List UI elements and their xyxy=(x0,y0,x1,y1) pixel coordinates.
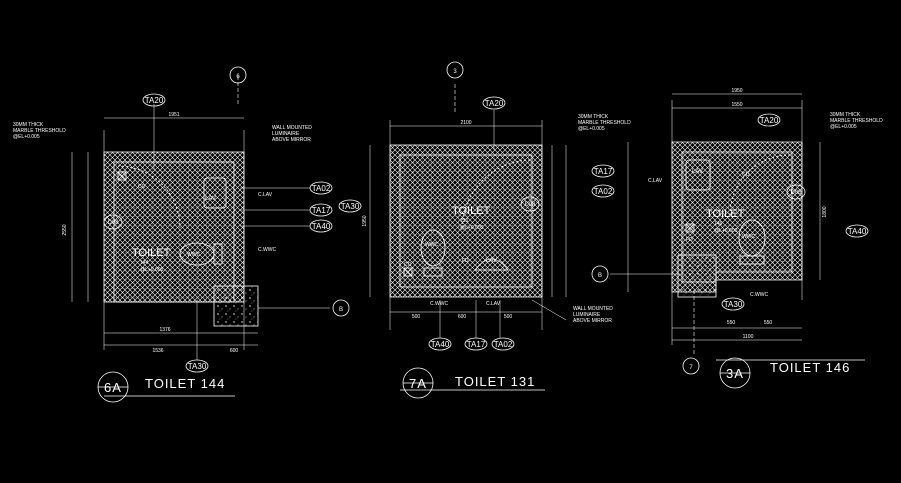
tag-ta17: TA17 xyxy=(467,340,486,349)
dim-bottom-2: 1536 xyxy=(152,348,163,354)
dim-bottom-3: 1100 xyxy=(743,334,754,340)
dim-bottom-3: 600 xyxy=(230,348,239,354)
fixture-clav: C.LAV xyxy=(486,301,501,307)
tag-ta30: TA30 xyxy=(724,300,743,309)
note-luminaire-3: ABOVE MIRROR xyxy=(272,137,311,143)
note-threshold-2: MARBLE THRESHOLD xyxy=(578,120,631,126)
detail-number: 7A xyxy=(409,376,427,391)
tag-bubbles xyxy=(97,61,869,403)
grid-bubble: 3 xyxy=(453,69,457,75)
note-luminaire-1: WALL MOUNTED xyxy=(272,125,312,131)
fixture-cwwc: C.WWC xyxy=(430,301,448,307)
fixture-wwc: WWC xyxy=(742,234,755,240)
tag-ta02: TA02 xyxy=(594,187,613,196)
tag-ta20: TA20 xyxy=(760,116,779,125)
detail-number: 3A xyxy=(726,366,744,381)
note-threshold-1: 30MM THICK xyxy=(13,122,44,128)
plan-3a xyxy=(610,93,865,361)
tag-ta02: TA02 xyxy=(494,340,513,349)
grid-bubble: B xyxy=(598,273,602,279)
plan-7a xyxy=(369,84,567,391)
plan-title: TOILET 131 xyxy=(455,374,535,389)
tag-ta17: TA17 xyxy=(594,167,613,176)
room-label: TOILET xyxy=(706,208,745,220)
note-threshold-3: @EL+0.005 xyxy=(830,124,857,130)
room-number: 144 xyxy=(140,260,149,266)
plan-title: TOILET 144 xyxy=(145,376,225,391)
fixture-lav: LAV xyxy=(205,196,216,202)
room-label: TOILET xyxy=(452,205,491,217)
grid-bubble: 6 xyxy=(236,74,240,80)
dim-bottom-3: 500 xyxy=(504,314,513,320)
note-threshold-3: @EL+0.005 xyxy=(578,126,605,132)
dim-bottom-2: 600 xyxy=(458,314,467,320)
dim-left: 2550 xyxy=(62,224,68,235)
tag-ta02: TA02 xyxy=(312,184,331,193)
grid-bubble: B xyxy=(339,307,343,313)
fixture-co: CO xyxy=(742,172,750,178)
dim-right: 1800 xyxy=(822,206,828,217)
fixture-wwc: WWC xyxy=(425,242,438,248)
door-tag: D08 xyxy=(524,202,536,208)
fixture-cwwc: C.WWC xyxy=(258,247,276,253)
floor-tiles xyxy=(113,161,235,303)
room-number: 146 xyxy=(714,221,723,227)
room-level: @L+0.000 xyxy=(714,228,738,234)
fixture-fd: FD xyxy=(462,258,469,264)
door-tag: D08 xyxy=(107,220,119,226)
tag-ta40: TA40 xyxy=(312,222,331,231)
fixture-co: CO xyxy=(138,184,146,190)
tag-ta20: TA20 xyxy=(145,96,164,105)
tag-ta40: TA40 xyxy=(848,227,867,236)
note-luminaire-3: ABOVE MIRROR xyxy=(573,318,612,324)
plan-6a xyxy=(71,76,330,397)
tag-ta20: TA20 xyxy=(485,99,504,108)
plan-title: TOILET 146 xyxy=(770,360,850,375)
dim-top-2: 1550 xyxy=(731,102,742,108)
door-tag: D08 xyxy=(790,190,802,196)
note-luminaire-2: LUMINAIRE xyxy=(272,131,300,137)
note-threshold-3: @EL+0.005 xyxy=(13,134,40,140)
dim-bottom-1: 500 xyxy=(412,314,421,320)
dim-bottom-1: 1376 xyxy=(159,327,170,333)
note-threshold-2: MARBLE THRESHOLD xyxy=(830,118,883,124)
fixture-cwwc: C.WWC xyxy=(750,292,768,298)
detail-number: 6A xyxy=(104,380,122,395)
floor-tiles xyxy=(399,154,533,288)
grid-bubble: 7 xyxy=(689,365,693,371)
note-luminaire-1: WALL MOUNTED xyxy=(573,306,613,312)
fixture-clav: C.LAV xyxy=(258,192,273,198)
tag-ta30: TA30 xyxy=(341,202,360,211)
room-level: @L+0.000 xyxy=(460,225,484,231)
fixture-co: CO xyxy=(404,262,412,268)
tag-ta30: TA30 xyxy=(188,362,207,371)
dim-bottom-1: 550 xyxy=(727,320,736,326)
fixture-lav: LAV xyxy=(486,258,497,264)
fixture-lav: LAV xyxy=(692,169,703,175)
fixture-clav: C.LAV xyxy=(648,178,663,184)
room-label: TOILET xyxy=(132,247,171,259)
dim-top: 1951 xyxy=(168,112,179,118)
fixture-fd: FD xyxy=(686,237,693,243)
dim-top-1: 1950 xyxy=(731,88,742,94)
note-luminaire-2: LUMINAIRE xyxy=(573,312,601,318)
fixture-wwc: WWC xyxy=(187,252,200,258)
dim-top: 2100 xyxy=(460,120,471,126)
tag-ta17: TA17 xyxy=(312,206,331,215)
note-threshold-1: 30MM THICK xyxy=(830,112,861,118)
dim-left: 1950 xyxy=(362,215,368,226)
column xyxy=(677,254,717,298)
room-number: 131 xyxy=(460,218,469,224)
note-threshold-1: 30MM THICK xyxy=(578,114,609,120)
tag-ta40: TA40 xyxy=(431,340,450,349)
column xyxy=(213,285,259,327)
dim-bottom-2: 550 xyxy=(764,320,773,326)
room-level: @L+0.000 xyxy=(140,267,164,273)
note-threshold-2: MARBLE THRESHOLD xyxy=(13,128,66,134)
